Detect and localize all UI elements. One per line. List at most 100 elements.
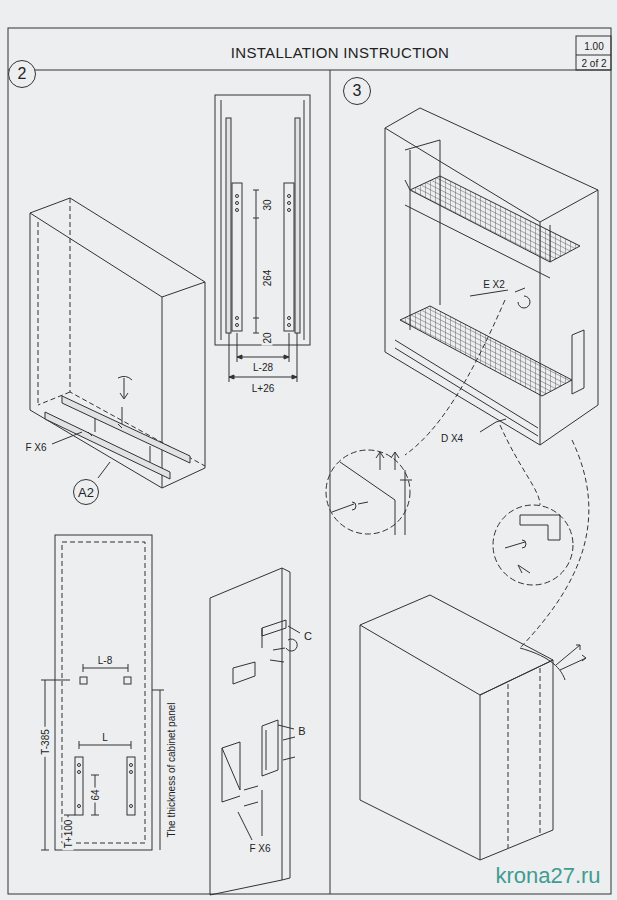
step-number: 3 bbox=[343, 77, 371, 105]
basket-cabinet bbox=[405, 300, 505, 455]
door-cabinet bbox=[556, 645, 586, 670]
cabinet-drawing bbox=[62, 396, 190, 463]
drawer-top-view bbox=[229, 355, 297, 379]
door-board bbox=[222, 742, 240, 802]
cabinet-drawing bbox=[30, 213, 205, 488]
door-cabinet bbox=[360, 595, 553, 695]
sheet-frame bbox=[576, 55, 611, 56]
dimension: L-8 bbox=[96, 655, 114, 666]
door-board bbox=[210, 568, 282, 895]
basket-cabinet bbox=[385, 108, 598, 445]
dimension-note: The thickness of cabinet panel bbox=[166, 700, 177, 839]
panel-template bbox=[130, 771, 133, 774]
drawer-top-view bbox=[215, 95, 310, 345]
drawer-top-view bbox=[236, 195, 239, 198]
detail-view bbox=[505, 540, 530, 573]
drawer-top-view bbox=[236, 324, 239, 327]
panel-template bbox=[75, 757, 83, 815]
drawer-top-view bbox=[288, 317, 291, 320]
door-board bbox=[210, 568, 300, 895]
watermark: krona27.ru bbox=[493, 864, 602, 888]
sheet-frame bbox=[8, 28, 611, 894]
detail-view bbox=[326, 450, 410, 534]
panel-template bbox=[124, 677, 131, 684]
part-callout: B bbox=[296, 725, 307, 737]
drawer-top-view bbox=[295, 118, 300, 333]
sheet-frame bbox=[576, 36, 611, 70]
door-board bbox=[278, 725, 295, 760]
door-cabinet bbox=[480, 660, 553, 860]
drawer-top-view bbox=[236, 202, 239, 205]
drawer-top-view bbox=[236, 209, 239, 212]
detail-view bbox=[340, 462, 412, 535]
panel-template bbox=[130, 805, 133, 808]
part-callout: F X6 bbox=[247, 843, 272, 854]
drawer-top-view bbox=[232, 183, 242, 331]
basket-cabinet bbox=[395, 340, 538, 436]
detail-view bbox=[376, 452, 399, 470]
sheet-frame bbox=[330, 70, 331, 894]
drawer-top-view bbox=[288, 209, 291, 212]
door-cabinet bbox=[360, 595, 586, 860]
dimension: L+26 bbox=[250, 383, 277, 394]
door-cabinet bbox=[360, 625, 480, 860]
cabinet-drawing bbox=[30, 198, 205, 488]
door-board bbox=[233, 620, 286, 684]
callout-text: A2 bbox=[78, 485, 94, 500]
page-number: 2 of 2 bbox=[579, 58, 608, 69]
basket-cabinet bbox=[500, 425, 540, 505]
door-board bbox=[282, 568, 290, 880]
basket-cabinet bbox=[520, 440, 589, 648]
detail-view bbox=[326, 450, 573, 585]
dimension: T+100 bbox=[63, 818, 74, 851]
cabinet-drawing bbox=[98, 462, 110, 478]
panel-template bbox=[41, 535, 164, 850]
cabinet-drawing bbox=[88, 407, 150, 462]
door-cabinet bbox=[520, 648, 565, 680]
panel-template bbox=[78, 805, 81, 808]
drawer-top-view bbox=[253, 190, 259, 333]
drawer-top-view bbox=[288, 195, 291, 198]
panel-template bbox=[127, 757, 135, 815]
drawer-top-view bbox=[226, 118, 231, 333]
basket-cabinet bbox=[410, 176, 580, 262]
dimension: 20 bbox=[262, 330, 273, 345]
part-callout: E X2 bbox=[481, 279, 507, 290]
panel-template bbox=[62, 542, 145, 843]
panel-template bbox=[152, 690, 164, 850]
dimension: 64 bbox=[90, 787, 101, 802]
detail-view bbox=[332, 502, 368, 512]
basket-cabinet bbox=[572, 330, 584, 394]
door-board bbox=[270, 626, 300, 662]
cabinet-drawing bbox=[52, 432, 82, 444]
sheet-frame bbox=[8, 70, 611, 71]
dimension: 264 bbox=[262, 268, 273, 289]
panel-template bbox=[78, 771, 81, 774]
sheet-title: INSTALLATION INSTRUCTION bbox=[231, 44, 449, 61]
callout-text: 3 bbox=[353, 82, 362, 100]
dimension: L bbox=[100, 732, 110, 743]
drawer-top-view bbox=[236, 317, 239, 320]
door-board bbox=[238, 786, 262, 840]
door-board bbox=[286, 639, 297, 651]
drawer-top-view bbox=[288, 202, 291, 205]
callout-circle: A2 bbox=[73, 479, 99, 505]
dimension: T-385 bbox=[40, 727, 51, 757]
basket-cabinet bbox=[515, 288, 530, 308]
drawer-top-view bbox=[229, 357, 297, 377]
dimension: L-28 bbox=[251, 362, 275, 373]
basket-cabinet bbox=[385, 108, 598, 648]
dimension: 30 bbox=[262, 197, 273, 212]
revision-number: 1.00 bbox=[582, 41, 605, 52]
basket-cabinet bbox=[400, 306, 572, 396]
drawer-top-view bbox=[215, 95, 310, 382]
drawer-top-view bbox=[284, 183, 294, 331]
cabinet-drawing bbox=[118, 376, 132, 399]
sheet-frame bbox=[8, 28, 611, 894]
drawer-top-view bbox=[288, 324, 291, 327]
detail-view bbox=[493, 505, 573, 585]
part-callout: F X6 bbox=[23, 442, 48, 453]
